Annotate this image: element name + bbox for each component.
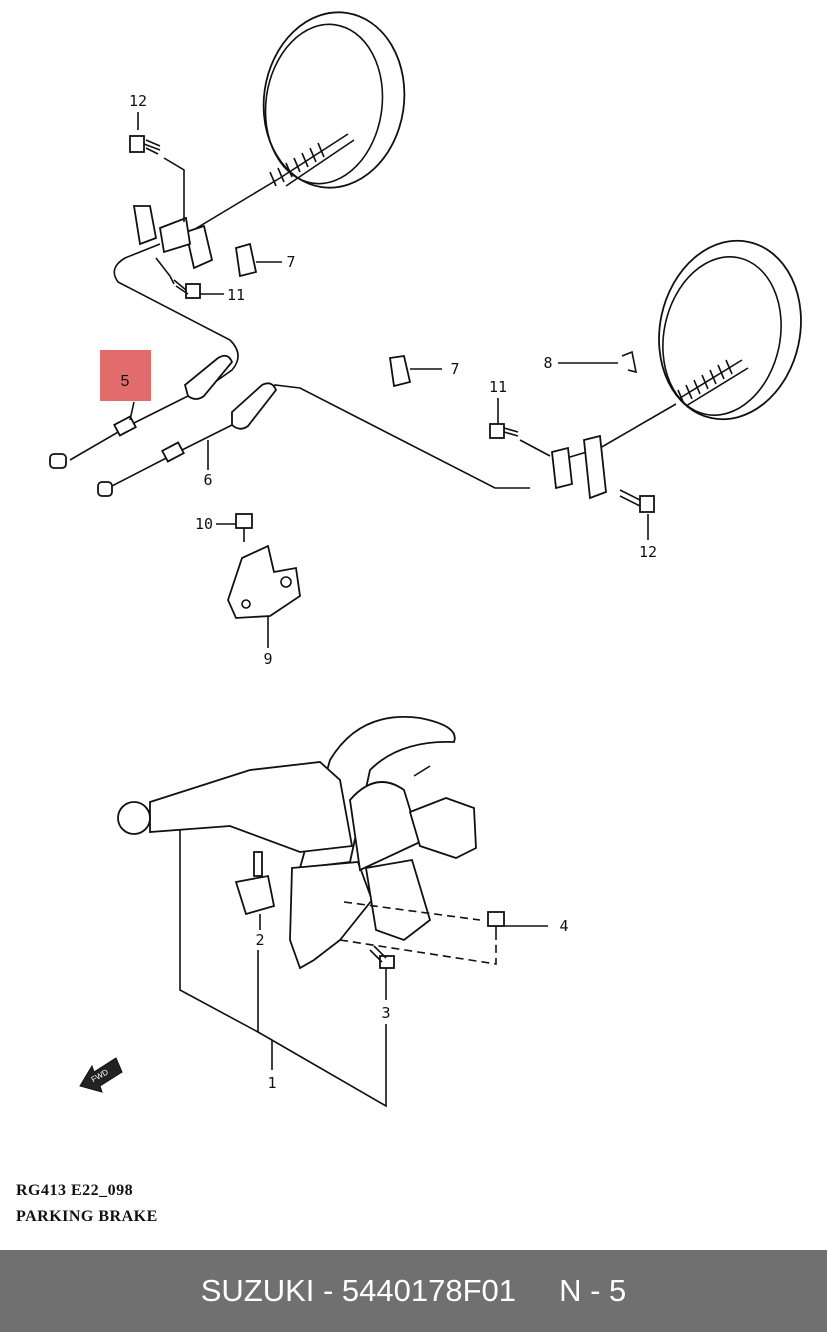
bracket-right [551,434,607,500]
clip-7-left [234,242,258,278]
callout-3: 3 [381,1004,390,1022]
footer-spacer [516,1273,559,1309]
highlight-box [100,350,151,401]
callout-7-left: 7 [286,253,295,271]
callout-11-right: 11 [489,378,507,396]
diagram-code: RG413 E22_098 [16,1182,134,1199]
bolt-12-left [129,135,161,155]
callout-8: 8 [543,354,552,372]
callout-1: 1 [267,1074,276,1092]
footer-bar: SUZUKI - 5440178F01 N - 5 [0,1250,827,1332]
right-brake-drum [658,239,802,421]
left-brake-drum [262,11,406,189]
cable-front-6 [97,382,278,497]
bracket-2 [234,851,276,916]
bracket-left [132,205,214,270]
clip-8 [621,350,638,374]
bolt-4 [487,911,505,940]
bolt-11-right [489,423,519,439]
callout-11-left: 11 [227,286,245,304]
bolt-3 [369,945,395,969]
callout-12-right: 12 [639,543,657,561]
parking-brake-diagram: 5 12 7 11 7 8 11 6 12 10 9 4 2 3 1 FWD [49,11,802,1108]
cable-right-rear [259,384,677,489]
bolt-12-right [619,489,655,513]
callout-10: 10 [195,515,213,533]
bolt-10 [235,513,253,542]
callout-9: 9 [263,650,272,668]
bolt-11-left [173,279,201,299]
callout-12-left: 12 [129,92,147,110]
parking-brake-lever [117,716,477,970]
forward-arrow-icon: FWD [79,1057,123,1093]
callout-2: 2 [255,931,264,949]
callout-6: 6 [203,471,212,489]
cable-front-5 [49,354,234,469]
diagram-title: PARKING BRAKE [16,1208,158,1225]
bracket-9 [227,544,301,619]
footer-position: N - 5 [559,1273,627,1308]
clip-7-right [388,354,412,388]
footer-part-number: SUZUKI - 5440178F01 [200,1273,517,1308]
callout-7-right: 7 [450,360,459,378]
highlight-label: 5 [121,373,130,390]
callout-4: 4 [559,917,568,935]
leader-lines [129,112,649,1108]
